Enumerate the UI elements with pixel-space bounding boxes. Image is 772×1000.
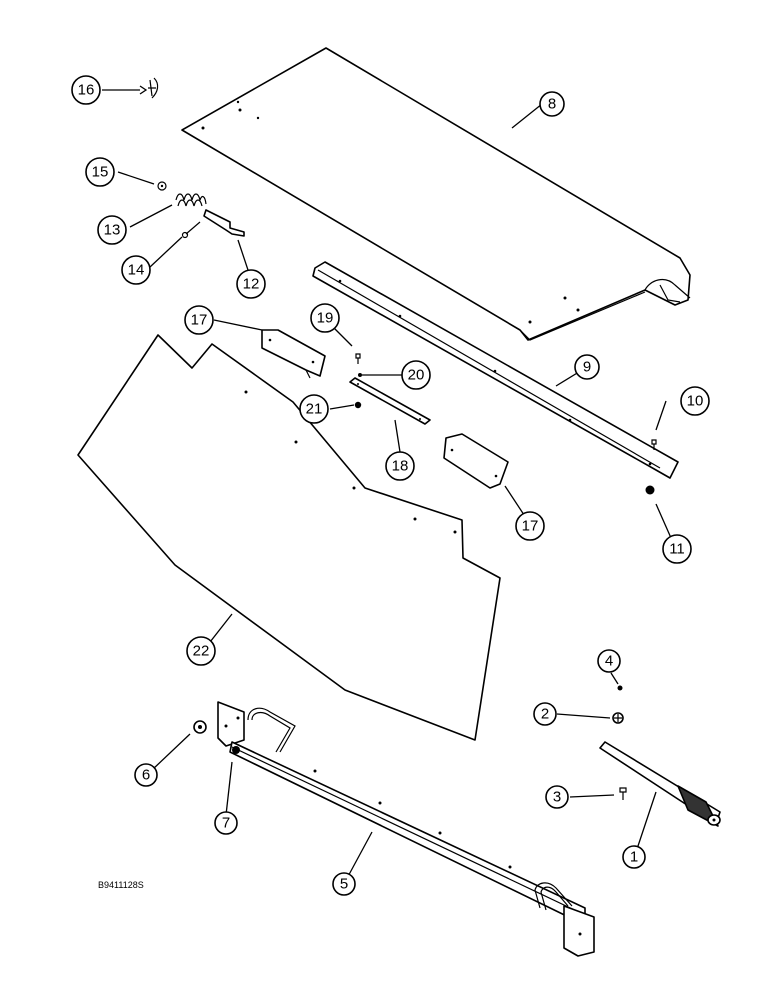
part-15-washer bbox=[157, 181, 167, 191]
callout-label: 9 bbox=[583, 359, 591, 376]
callout-label: 18 bbox=[392, 458, 409, 475]
callout-17-upper: 17 bbox=[184, 305, 214, 335]
part-14-pin bbox=[181, 221, 201, 239]
callout-17-lower: 17 bbox=[515, 511, 545, 541]
figure-reference-code: B9411128S bbox=[98, 880, 144, 890]
part-21-nut bbox=[354, 401, 362, 409]
part-8-cover bbox=[181, 47, 691, 341]
callout-2: 2 bbox=[533, 702, 557, 726]
callout-label: 11 bbox=[669, 541, 685, 558]
callout-label: 8 bbox=[548, 96, 556, 113]
callout-label: 6 bbox=[142, 767, 150, 784]
part-17-bracket-lower bbox=[443, 433, 509, 489]
callout-5: 5 bbox=[332, 872, 356, 896]
callout-18: 18 bbox=[385, 451, 415, 481]
callout-label: 22 bbox=[193, 643, 210, 660]
part-1-handle bbox=[599, 741, 721, 827]
callout-4: 4 bbox=[597, 649, 621, 673]
callout-1: 1 bbox=[622, 845, 646, 869]
part-4-washer bbox=[617, 685, 623, 691]
callout-20: 20 bbox=[401, 360, 431, 390]
part-6-nut bbox=[193, 720, 207, 734]
callout-label: 5 bbox=[340, 876, 348, 893]
part-20-washer bbox=[358, 373, 362, 377]
callout-10: 10 bbox=[680, 386, 710, 416]
callout-label: 7 bbox=[222, 815, 230, 832]
callout-19: 19 bbox=[310, 303, 340, 333]
callout-label: 1 bbox=[630, 849, 638, 866]
part-10-bolt bbox=[651, 439, 657, 450]
callout-9: 9 bbox=[574, 354, 600, 380]
callout-label: 19 bbox=[317, 310, 334, 327]
part-9-angle-strip bbox=[312, 261, 679, 479]
callout-label: 17 bbox=[191, 312, 208, 329]
callout-12: 12 bbox=[236, 269, 266, 299]
callout-label: 17 bbox=[522, 518, 539, 535]
part-16-clip bbox=[148, 77, 159, 99]
part-5-shaft bbox=[217, 701, 595, 957]
part-2-nut bbox=[612, 712, 624, 724]
part-12-rod bbox=[203, 209, 245, 237]
callout-15: 15 bbox=[85, 157, 115, 187]
callout-label: 16 bbox=[78, 82, 95, 99]
callout-21: 21 bbox=[299, 394, 329, 424]
part-18-strap bbox=[349, 377, 431, 425]
callout-11: 11 bbox=[662, 534, 692, 564]
callout-label: 21 bbox=[306, 401, 323, 418]
callout-label: 12 bbox=[243, 276, 260, 293]
part-17-bracket-upper bbox=[261, 329, 326, 379]
callout-label: 10 bbox=[687, 393, 704, 410]
part-19-bolt bbox=[355, 353, 361, 364]
part-13-spring bbox=[175, 193, 207, 207]
callout-label: 4 bbox=[605, 653, 613, 670]
callout-22: 22 bbox=[186, 636, 216, 666]
part-11-nut bbox=[645, 485, 655, 495]
callout-8: 8 bbox=[539, 91, 565, 117]
callout-label: 20 bbox=[408, 367, 425, 384]
callout-label: 3 bbox=[553, 789, 561, 806]
callout-3: 3 bbox=[545, 785, 569, 809]
callout-14: 14 bbox=[121, 255, 151, 285]
part-3-bolt bbox=[619, 787, 627, 800]
callout-label: 13 bbox=[104, 222, 121, 239]
callout-6: 6 bbox=[134, 763, 158, 787]
callout-label: 15 bbox=[92, 164, 109, 181]
part-22-flap bbox=[77, 334, 501, 741]
callout-label: 14 bbox=[128, 262, 145, 279]
callout-label: 2 bbox=[541, 706, 549, 723]
callout-7: 7 bbox=[214, 811, 238, 835]
callout-16: 16 bbox=[71, 75, 101, 105]
part-7-bolt bbox=[232, 746, 240, 754]
callout-13: 13 bbox=[97, 215, 127, 245]
